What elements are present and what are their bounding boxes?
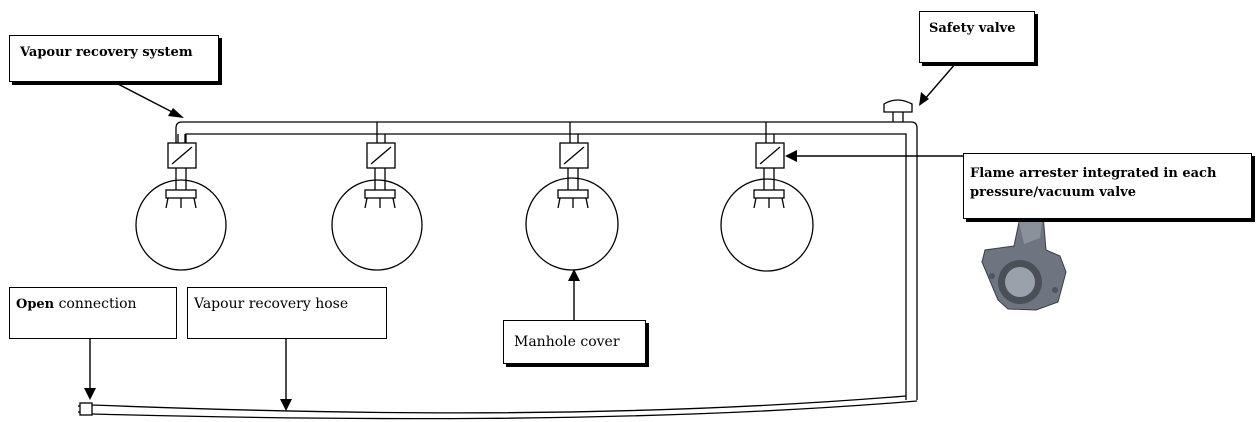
flame-arrester-photo: [981, 211, 1067, 311]
manhole-assembly-4: [720, 122, 814, 272]
manhole-assembly-1: [135, 134, 227, 271]
pv-valve-4: [755, 142, 785, 169]
arrow-safety-valve: [923, 62, 957, 101]
label-vapour-recovery-hose: Vapour recovery hose: [187, 287, 387, 339]
label-open-connection-rest: connection: [54, 296, 137, 312]
pv-valve-2: [366, 142, 396, 169]
pv-valve-3: [559, 142, 589, 169]
manhole-cover-1: [135, 179, 227, 271]
label-manhole-cover: Manhole cover: [503, 320, 646, 364]
open-connection-fitting: [79, 402, 93, 416]
manhole-assembly-2: [331, 122, 423, 271]
manhole-cover-4: [720, 178, 814, 272]
label-safety-valve: Safety valve: [919, 11, 1035, 63]
safety-valve-symbol: [883, 99, 913, 122]
callout-arrows: [89, 62, 963, 403]
pv-valve-1: [167, 142, 197, 169]
manhole-assembly-3: [525, 122, 619, 271]
manhole-cover-2: [331, 179, 423, 271]
label-vapour-recovery-system: Vapour recovery system: [9, 35, 219, 82]
label-open-connection-bold: Open: [16, 297, 55, 312]
arrow-vapour-recovery-system: [115, 82, 177, 115]
arrow-heads: [84, 92, 929, 411]
label-flame-arrester: Flame arrester integrated in each pressu…: [963, 153, 1252, 219]
label-open-connection: Open connection: [9, 287, 177, 339]
vapour-header-pipe: [175, 121, 918, 400]
vapour-recovery-hose: [78, 395, 918, 420]
manhole-cover-3: [525, 177, 619, 271]
